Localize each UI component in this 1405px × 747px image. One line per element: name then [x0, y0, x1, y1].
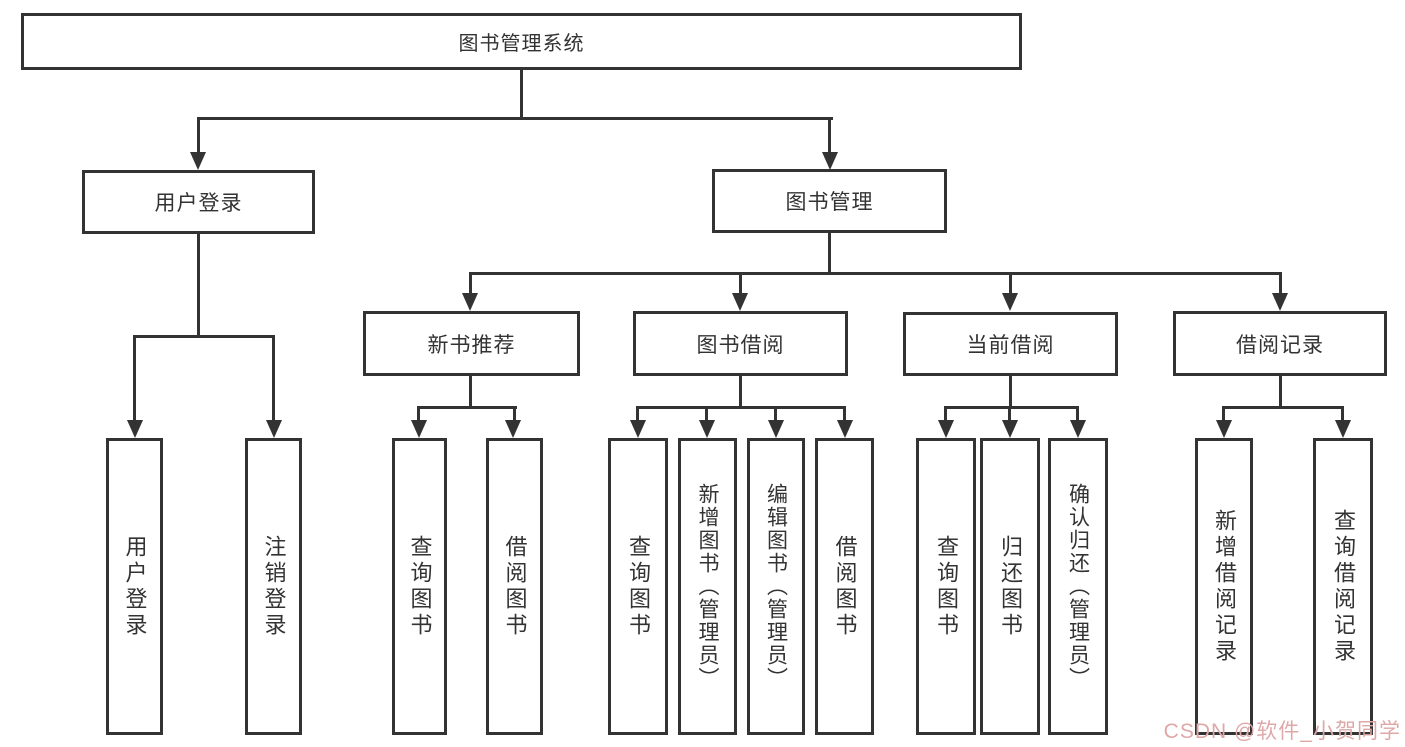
connector-borrow-vline: [739, 376, 742, 408]
arrow-down-icon: [822, 152, 838, 170]
leaf-query-books-borrow: 查询图书: [608, 438, 668, 735]
leaf-borrow-books-recommend: 借阅图书: [486, 438, 543, 735]
leaf-query-books-label: 查询图书: [626, 534, 651, 639]
node-book-borrow-label: 图书借阅: [696, 333, 785, 357]
connector-borrow-hline: [636, 406, 846, 409]
arrow-down-icon: [127, 420, 143, 438]
leaf-query-books-label: 查询图书: [934, 534, 959, 639]
leaf-borrow-books-label: 借阅图书: [502, 534, 528, 639]
node-current-borrow-label: 当前借阅: [966, 334, 1055, 357]
leaf-add-book-admin: 新增图书（管理员）: [678, 438, 737, 735]
connector-login-leaf-stub: [272, 335, 275, 421]
node-new-book-recommend: 新书推荐: [363, 311, 580, 376]
leaf-edit-book-admin: 编辑图书（管理员）: [747, 438, 805, 735]
arrow-down-icon: [1216, 420, 1232, 438]
leaf-return-books: 归还图书: [980, 438, 1040, 735]
arrow-down-icon: [462, 293, 478, 311]
connector-login-stub: [197, 117, 200, 153]
node-user-login: 用户登录: [82, 170, 315, 234]
leaf-logout-label: 注销登录: [261, 534, 287, 639]
arrow-down-icon: [1002, 293, 1018, 311]
connector-record-hline: [1222, 406, 1344, 409]
connector-login-vline: [197, 234, 200, 337]
arrow-down-icon: [630, 420, 646, 438]
node-borrow-record: 借阅记录: [1173, 311, 1387, 376]
node-new-book-recommend-label: 新书推荐: [427, 333, 516, 357]
arrow-down-icon: [1272, 293, 1288, 311]
leaf-query-books-recommend: 查询图书: [392, 438, 447, 735]
connector-leaf-stub: [1222, 406, 1225, 422]
arrow-down-icon: [411, 420, 427, 438]
leaf-query-books-current: 查询图书: [916, 438, 976, 735]
node-current-borrow: 当前借阅: [903, 312, 1118, 376]
connector-recommend-hline: [417, 406, 517, 409]
arrow-down-icon: [837, 420, 853, 438]
arrow-down-icon: [266, 420, 282, 438]
leaf-query-borrow-record: 查询借阅记录: [1313, 438, 1373, 735]
arrow-down-icon: [505, 420, 521, 438]
connector-leaf-stub: [944, 406, 947, 422]
connector-leaf-stub: [513, 406, 516, 422]
connector-leaf-stub: [843, 406, 846, 422]
arrow-down-icon: [1335, 420, 1351, 438]
connector-module-stub: [1279, 272, 1282, 294]
leaf-query-books-label: 查询图书: [407, 534, 433, 639]
connector-leaf-stub: [417, 406, 420, 422]
node-borrow-record-label: 借阅记录: [1236, 333, 1324, 357]
node-book-management-label: 图书管理: [785, 191, 874, 214]
leaf-add-borrow-record-label: 新增借阅记录: [1212, 508, 1237, 665]
connector-current-vline: [1009, 376, 1012, 408]
connector-module-stub: [469, 272, 472, 294]
connector-leaf-stub: [1008, 406, 1011, 422]
arrow-down-icon: [190, 152, 206, 170]
connector-leaf-stub: [1076, 406, 1079, 422]
connector-recommend-vline: [469, 376, 472, 408]
arrow-down-icon: [732, 293, 748, 311]
leaf-logout: 注销登录: [245, 438, 302, 735]
connector-leaf-stub: [1341, 406, 1344, 422]
connector-login-hline: [133, 335, 275, 338]
connector-current-hline: [944, 406, 1079, 409]
connector-mgmt-stub: [828, 117, 831, 153]
leaf-query-borrow-record-label: 查询借阅记录: [1331, 508, 1356, 665]
node-library-system: 图书管理系统: [21, 13, 1022, 70]
connector-module-stub: [1009, 272, 1012, 294]
leaf-user-login-label: 用户登录: [122, 534, 148, 639]
connector-login-leaf-stub: [133, 335, 136, 421]
connector-leaf-stub: [636, 406, 639, 422]
leaf-borrow-books-label: 借阅图书: [832, 534, 858, 639]
leaf-add-borrow-record: 新增借阅记录: [1195, 438, 1253, 735]
connector-root-hline: [197, 117, 833, 120]
leaf-confirm-return-admin-label: 确认归还（管理员）: [1066, 483, 1090, 690]
leaf-edit-book-admin-label: 编辑图书（管理员）: [764, 483, 788, 690]
node-book-management: 图书管理: [712, 169, 947, 233]
arrow-down-icon: [699, 420, 715, 438]
leaf-borrow-books: 借阅图书: [815, 438, 874, 735]
node-user-login-label: 用户登录: [154, 192, 243, 215]
connector-mgmt-vline: [828, 233, 831, 274]
leaf-return-books-label: 归还图书: [998, 534, 1023, 639]
arrow-down-icon: [768, 420, 784, 438]
csdn-watermark: CSDN @软件_小贺同学: [1163, 720, 1401, 743]
connector-leaf-stub: [705, 406, 708, 422]
connector-module-stub: [739, 272, 742, 294]
arrow-down-icon: [938, 420, 954, 438]
connector-leaf-stub: [774, 406, 777, 422]
leaf-add-book-admin-label: 新增图书（管理员）: [696, 483, 719, 690]
connector-mgmt-hline: [469, 272, 1282, 275]
node-book-borrow: 图书借阅: [633, 311, 848, 376]
arrow-down-icon: [1070, 420, 1086, 438]
node-library-system-label: 图书管理系统: [458, 33, 585, 55]
connector-root-vline: [520, 70, 523, 117]
connector-record-vline: [1279, 376, 1282, 408]
leaf-confirm-return-admin: 确认归还（管理员）: [1048, 438, 1108, 735]
leaf-user-login: 用户登录: [106, 438, 163, 735]
arrow-down-icon: [1002, 420, 1018, 438]
